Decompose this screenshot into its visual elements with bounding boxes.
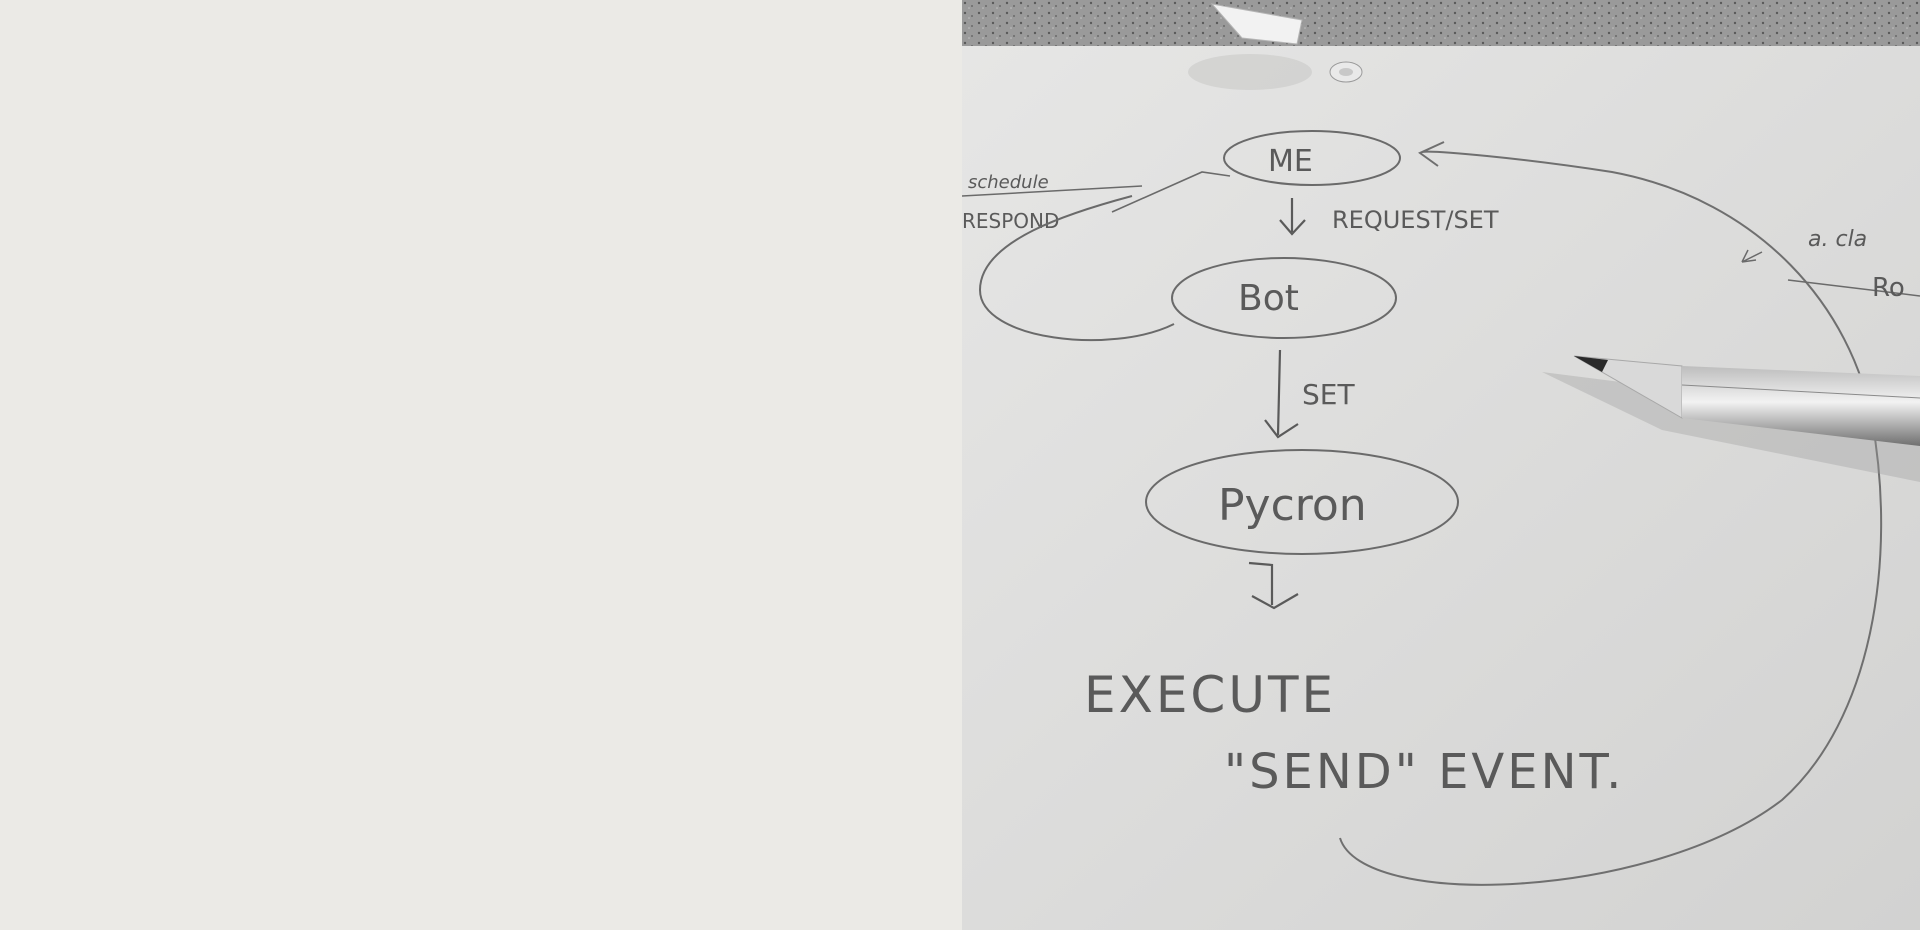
edge-respond-label: RESPOND — [962, 209, 1059, 233]
node-pycron-label: Pycron — [1218, 480, 1367, 531]
respond-arrow — [1111, 171, 1231, 213]
node-bot-label: Bot — [1238, 278, 1299, 319]
node-pycron: Pycron — [1145, 449, 1459, 555]
margin-underline — [1787, 279, 1920, 297]
node-me-label: ME — [1268, 144, 1313, 179]
big-feedback-loop — [1339, 141, 1883, 886]
schedule-underline — [962, 185, 1143, 197]
node-me: ME — [1223, 130, 1401, 186]
bot-respond-loop — [978, 195, 1175, 342]
bot-to-pycron-arrow — [1264, 349, 1299, 439]
margin-note2: Ro — [1872, 273, 1905, 303]
notebook-photo: ME schedule RESPOND REQUEST/SET Bot SET — [962, 0, 1920, 930]
edge-schedule-label: schedule — [968, 172, 1049, 193]
node-bot: Bot — [1171, 257, 1397, 339]
execute-line1: EXECUTE — [1084, 666, 1336, 724]
paper-sheet — [962, 46, 1920, 930]
margin-note1: a. cla — [1808, 227, 1867, 252]
blank-left-panel — [0, 0, 962, 930]
pycron-to-execute-arrow — [1248, 561, 1299, 610]
edge-request-set-label: REQUEST/SET — [1332, 206, 1499, 234]
edge-set-label: SET — [1302, 378, 1355, 411]
margin-arrow — [1741, 249, 1763, 263]
binder-clip — [1188, 3, 1363, 90]
me-to-bot-arrow — [1279, 198, 1306, 236]
pencil — [1542, 355, 1920, 482]
execute-line2: "SEND" EVENT. — [1224, 744, 1624, 800]
countertop — [962, 0, 1920, 50]
photo-canvas: ME schedule RESPOND REQUEST/SET Bot SET — [962, 0, 1920, 930]
